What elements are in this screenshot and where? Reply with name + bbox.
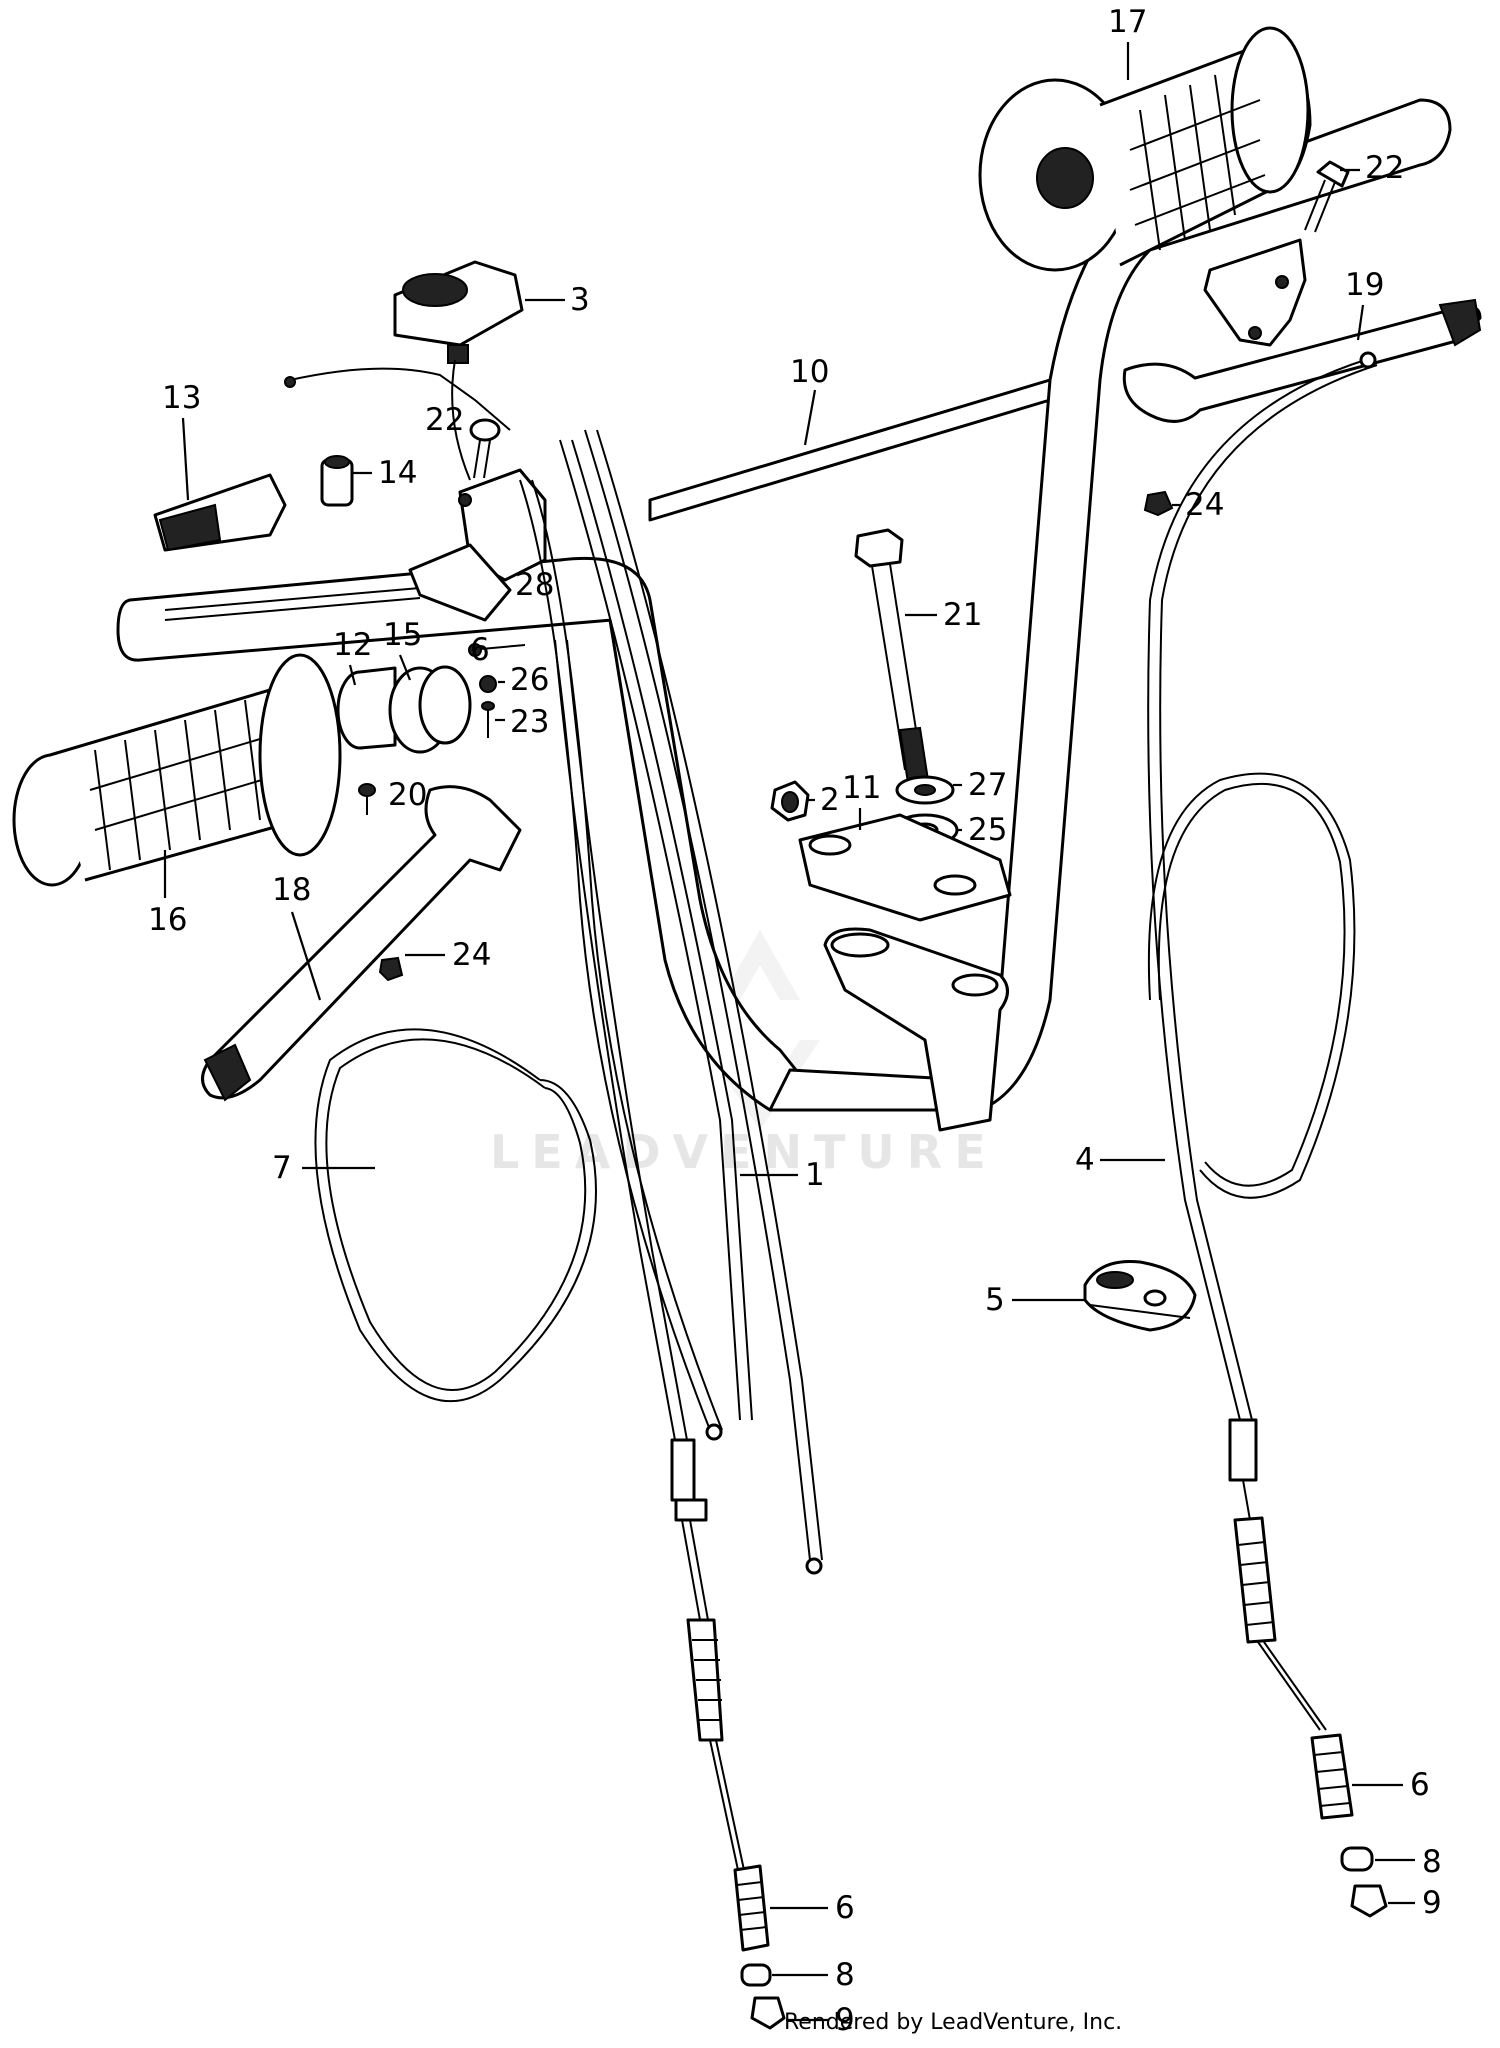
callout-11: 11 [842,770,881,806]
nut-2 [770,780,810,822]
screw-26 [479,675,497,693]
cable-1 [519,429,823,1575]
callout-9-right: 9 [1422,1885,1442,1921]
callout-24-left: 24 [452,937,491,973]
nut-9-right [1350,1884,1388,1918]
callout-8-left: 8 [835,1957,855,1993]
bolt-21 [854,528,930,785]
cable-7 [314,1028,597,1403]
callout-22-left: 22 [425,402,464,438]
spring-6-right [1310,1733,1354,1820]
callout-15: 15 [383,617,422,653]
switch-wire [289,367,511,431]
watermark-text: LEADVENTURE [490,1125,998,1179]
callout-22-right: 22 [1365,150,1404,186]
bolt-right-22 [1304,160,1350,233]
collar-14 [320,455,354,507]
callout-19: 19 [1345,267,1384,303]
cable-lower-left [554,639,745,1871]
callout-23: 23 [510,704,549,740]
callout-10: 10 [790,354,829,390]
lever-bracket-right [1203,238,1307,347]
callout-9-left: 9 [835,2002,855,2038]
callout-26: 26 [510,662,549,698]
callout-20: 20 [388,777,427,813]
nut-24-right [1143,490,1174,517]
callout-16: 16 [148,902,187,938]
clamp-13 [153,473,287,552]
washer-27 [895,775,955,805]
callout-2: 2 [820,782,840,818]
callout-7: 7 [272,1150,292,1186]
callout-17: 17 [1108,4,1147,40]
callout-21: 21 [943,597,982,633]
callout-27: 27 [968,767,1007,803]
screw-23 [481,701,495,738]
callout-14: 14 [378,455,417,491]
clamp-upper-11 [798,813,1012,922]
callout-12: 12 [333,627,372,663]
nut-9-left [750,1996,786,2030]
cable-4 [1147,351,1378,1731]
screw-20 [358,783,376,815]
sleeve-8-left [740,1963,772,1987]
callout-6-right: 6 [1410,1767,1430,1803]
throttle-tube-12 [336,666,397,750]
grip-left [12,653,342,887]
grip-right [978,26,1312,272]
callout-18: 18 [272,872,311,908]
spring-6-left [733,1864,770,1952]
lever-bracket-left [408,468,547,622]
switch-cable [451,359,471,481]
callout-13: 13 [162,380,201,416]
clamp-holder-lower [823,927,1009,1132]
callout-6-left: 6 [835,1890,855,1926]
switch-assembly [393,260,524,364]
callout-4: 4 [1075,1142,1095,1178]
callout-6-upper: 6 [470,632,490,668]
callout-3: 3 [570,282,590,318]
footer-credit: Rendered by LeadVenture, Inc. [784,2010,1123,2035]
lever-right [1122,298,1482,423]
callout-1: 1 [805,1157,825,1193]
grommet-5 [1083,1259,1197,1332]
callout-8-right: 8 [1422,1844,1442,1880]
sleeve-8-right [1340,1846,1374,1872]
callout-25: 25 [968,812,1007,848]
callout-24-right: 24 [1185,487,1224,523]
nut-24-left [378,956,404,982]
lever-left [201,785,522,1102]
callout-5: 5 [985,1282,1005,1318]
bolt-left-22 [469,418,501,479]
collar-15 [388,665,472,754]
